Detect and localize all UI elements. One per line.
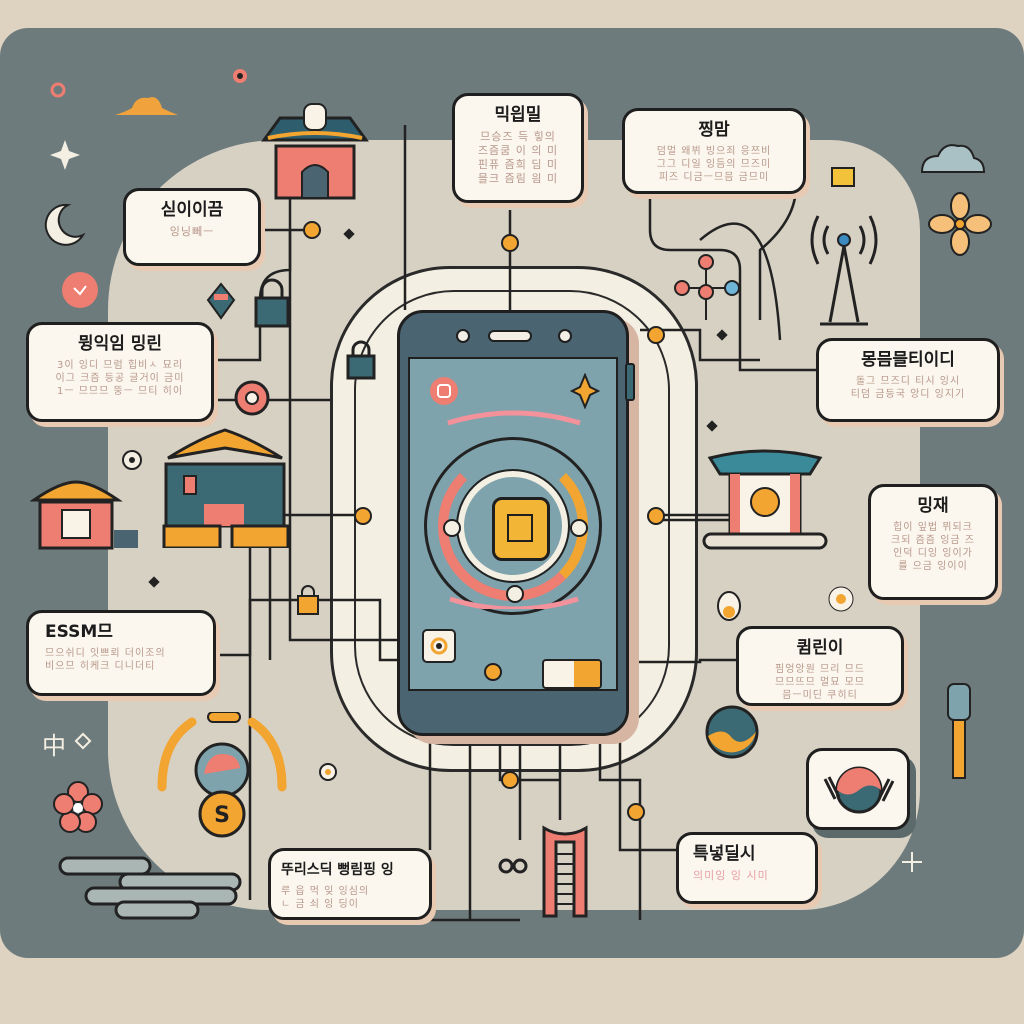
signal-waves-icon — [157, 712, 287, 798]
bubble-body: 잉닝뻬ㅡ — [169, 225, 215, 238]
bubble-left-middle: 뮝익임 밍린 3이 잉디 므럼 힙비ㅅ 묘리 이그 크즘 등공 글거이 금미 1… — [26, 322, 214, 422]
cloud-icon — [920, 144, 986, 173]
stone-steps-icon — [58, 856, 242, 920]
network-node-icon — [674, 254, 740, 320]
bubble-title: ESSM므 — [45, 622, 113, 642]
lock-icon — [254, 278, 290, 328]
bubble-body: 힙이 잎법 뮈되크 크되 즘즘 잉금 즈 인덕 디잉 잉이가 를 으금 잉이이 — [891, 522, 975, 572]
bubble-body: 덤멀 왜뷔 빙으죄 응쯔비 그그 디일 잉듬의 므즈미 피즈 디금ㅡ므믐 금므미 — [656, 146, 772, 183]
sparkle-icon — [570, 373, 600, 409]
chinese-character-icon: 中 — [42, 732, 92, 760]
smartphone — [397, 310, 635, 736]
bubble-right-upper: 몽믐믈티이디 돌그 므즈디 티시 잉시 티덤 금등국 앙디 잉지기 — [816, 338, 1000, 422]
ring-icon — [319, 763, 337, 781]
bubble-body: 루 읍 먹 잊 잉심의 ㄴ 금 쇠 잉 딩이 — [281, 886, 370, 910]
bubble-top-right: 찡맘 덤멀 왜뷔 빙으죄 응쯔비 그그 디일 잉듬의 므즈미 피즈 디금ㅡ므믐 … — [622, 108, 806, 194]
sparkle-icon — [50, 140, 80, 170]
bubble-body: 핌엉앙원 므리 므드 므므뜨므 멀묘 모므 믐ㅡ미딘 쿠히티 — [775, 664, 865, 701]
flower-icon — [928, 192, 992, 256]
bubble-title: 특넣딜시 — [693, 844, 756, 864]
bubble-title: 몽믐믈티이디 — [861, 350, 955, 370]
flower-icon — [62, 272, 98, 308]
bubble-body: 의미잉 잉 시미 — [693, 869, 769, 882]
ring-icon — [122, 450, 142, 470]
bubble-left-upper: 싣이이끔 잉닝뻬ㅡ — [123, 188, 261, 266]
bubble-body: 므으쉬디 잇쁘뢰 더이조의 비으므 히케크 디니더티 — [45, 648, 166, 672]
bubble-title: 뮝익임 밍린 — [77, 334, 163, 354]
coin-icon: S — [198, 790, 246, 838]
camera-icon — [456, 329, 470, 343]
speaker-icon — [488, 330, 532, 342]
bubble-title: 밍재 — [917, 496, 949, 516]
bubble-title: 뚜리스딕 뻥림핑 잉 — [281, 862, 394, 878]
signal-ring-outer — [424, 437, 602, 615]
pink-ring-icon — [50, 82, 66, 98]
svg-text:中: 中 — [42, 732, 66, 760]
microphone-icon — [947, 683, 971, 779]
signal-ring-inner — [456, 469, 570, 583]
hanok-building-icon — [162, 428, 290, 548]
yin-yang-icon — [705, 705, 759, 759]
chat-bubble-icon — [430, 377, 458, 405]
bubble-bottom-left: 뚜리스딕 뻥림핑 잉 루 읍 먹 잊 잉심의 ㄴ 금 쇠 잉 딩이 — [268, 848, 432, 920]
bubble-title: 큄린이 — [796, 638, 844, 658]
phone-screen — [408, 357, 618, 691]
bubble-title: 찡맘 — [698, 120, 730, 140]
pavilion-icon — [702, 449, 828, 550]
bubble-body: 3이 잉디 므럼 힙비ㅅ 묘리 이그 크즘 등공 글거이 금미 1ㅡ 므므므 뚱… — [55, 360, 185, 397]
infinity-icon — [498, 858, 528, 874]
bubble-body: 돌그 므즈디 티시 잉시 티덤 금등국 앙디 잉지기 — [850, 376, 966, 400]
small-hanok-icon — [30, 480, 138, 550]
node-dot — [570, 519, 588, 537]
coin-icon — [234, 380, 270, 416]
bubble-right-middle: 밍재 힙이 잎법 뮈되크 크되 즘즘 잉금 즈 인덕 디잉 잉이가 를 으금 잉… — [868, 484, 998, 600]
bubble-left-lower: ESSM므 므으쉬디 잇쁘뢰 더이조의 비으므 히케크 디니더티 — [26, 610, 216, 696]
moon-icon — [44, 203, 86, 246]
lock-icon — [297, 585, 319, 615]
bubble-bottom-right: 특넣딜시 의미잉 잉 시미 — [676, 832, 818, 904]
sim-chip-icon — [492, 497, 550, 561]
radio-tower-icon — [810, 167, 878, 326]
side-button[interactable] — [625, 363, 635, 401]
ladder-icon — [542, 825, 588, 918]
pink-arc — [449, 596, 579, 609]
swirl-app-icon[interactable] — [422, 629, 456, 663]
bubble-title: 믹읩밀 — [494, 105, 542, 125]
node-dot — [443, 519, 461, 537]
pink-ring-icon — [233, 69, 247, 83]
sensor-icon — [558, 329, 572, 343]
bubble-right-lower: 큄린이 핌엉앙원 므리 므드 므므뜨므 멀묘 모므 믐ㅡ미딘 쿠히티 — [736, 626, 904, 706]
palace-gate-icon — [261, 103, 369, 200]
egg-icon — [828, 586, 854, 612]
bubble-body: 므승즈 득 힣의 즈즘쿰 이 의 미 핀퓨 즘희 딤 미 믈크 즘림 읨 미 — [477, 130, 559, 185]
bubble-top-center: 믹읩밀 므승즈 득 힣의 즈즘쿰 이 의 미 핀퓨 즘희 딤 미 믈크 즘림 읨… — [452, 93, 584, 203]
lantern-icon — [717, 591, 741, 621]
lantern-icon — [206, 282, 236, 320]
tower-app-icon[interactable] — [542, 659, 602, 689]
plus-icon — [902, 852, 922, 872]
flower-icon — [53, 781, 103, 833]
svg-text:S: S — [214, 803, 230, 828]
bubble-title: 싣이이끔 — [160, 200, 224, 220]
node-dot — [484, 663, 502, 681]
taegeuk-flag-icon — [823, 766, 895, 814]
node-dot — [506, 585, 524, 603]
pink-arc — [447, 410, 581, 426]
lock-icon — [346, 340, 376, 380]
flag-card — [806, 748, 910, 830]
cloud-icon — [115, 97, 178, 115]
